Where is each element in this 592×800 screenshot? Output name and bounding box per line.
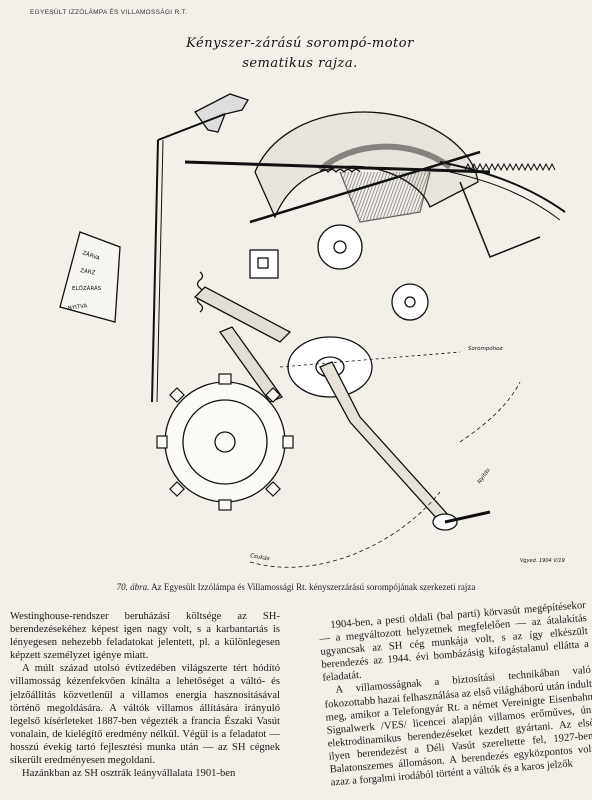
label-nyitas: Nyitás [476,467,492,485]
signature: Vgyed. 1904 V/19 [520,558,565,564]
figure-title-line1: Kényszer-zárású sorompó-motor [186,36,414,51]
drive-gear [164,381,286,503]
connecting-rod [319,361,452,523]
left-paragraph-1: Westinghouse-rendszer beruházási költség… [10,611,280,662]
left-paragraph-3: Hazánkban az SH osztrák leányvállalata 1… [22,768,236,780]
label-elozaras: ELŐZÁRÁS [72,285,102,292]
caption-number: 70. ábra. [116,582,150,592]
label-sorompohoz: Sorompóhoz [468,345,503,352]
indicator-quadrant [59,231,121,323]
gear-segment [439,161,566,213]
running-head: EGYESÜLT IZZÓLÁMPA ÉS VILLAMOSSÁGI R.T. [30,9,188,16]
top-bracket [194,93,249,133]
label-zaras: Csukás [250,552,271,562]
left-column: Westinghouse-rendszer beruházási költség… [10,610,280,780]
right-column: 1904-ben, a pesti oldali (bal parti) kör… [318,599,592,790]
spring [319,168,361,174]
main-shaft [184,160,491,174]
caption-text: Az Egyesült Izzólámpa és Villamossági Rt… [151,582,476,592]
right-paragraph-2: A villamosságnak a biztosítási technikáb… [324,665,592,789]
figure-caption: 70. ábra. Az Egyesült Izzólámpa és Villa… [0,582,592,592]
small-gear [317,224,363,270]
label-zarz: ZÁRZ [80,267,96,277]
figure-schematic: Kényszer-zárású sorompó-motor sematikus … [20,22,580,578]
left-paragraph-2: A múlt század utolsó évtizedében világsz… [10,663,280,767]
mechanism-drawing: ZÁRVA ZÁRZ ELŐZÁRÁS NYITVA Sorompóhoz Ny… [59,93,566,568]
lever-arm [193,286,292,343]
label-nyitva: NYITVA [67,303,88,312]
figure-title-line2: sematikus rajza. [242,56,358,71]
